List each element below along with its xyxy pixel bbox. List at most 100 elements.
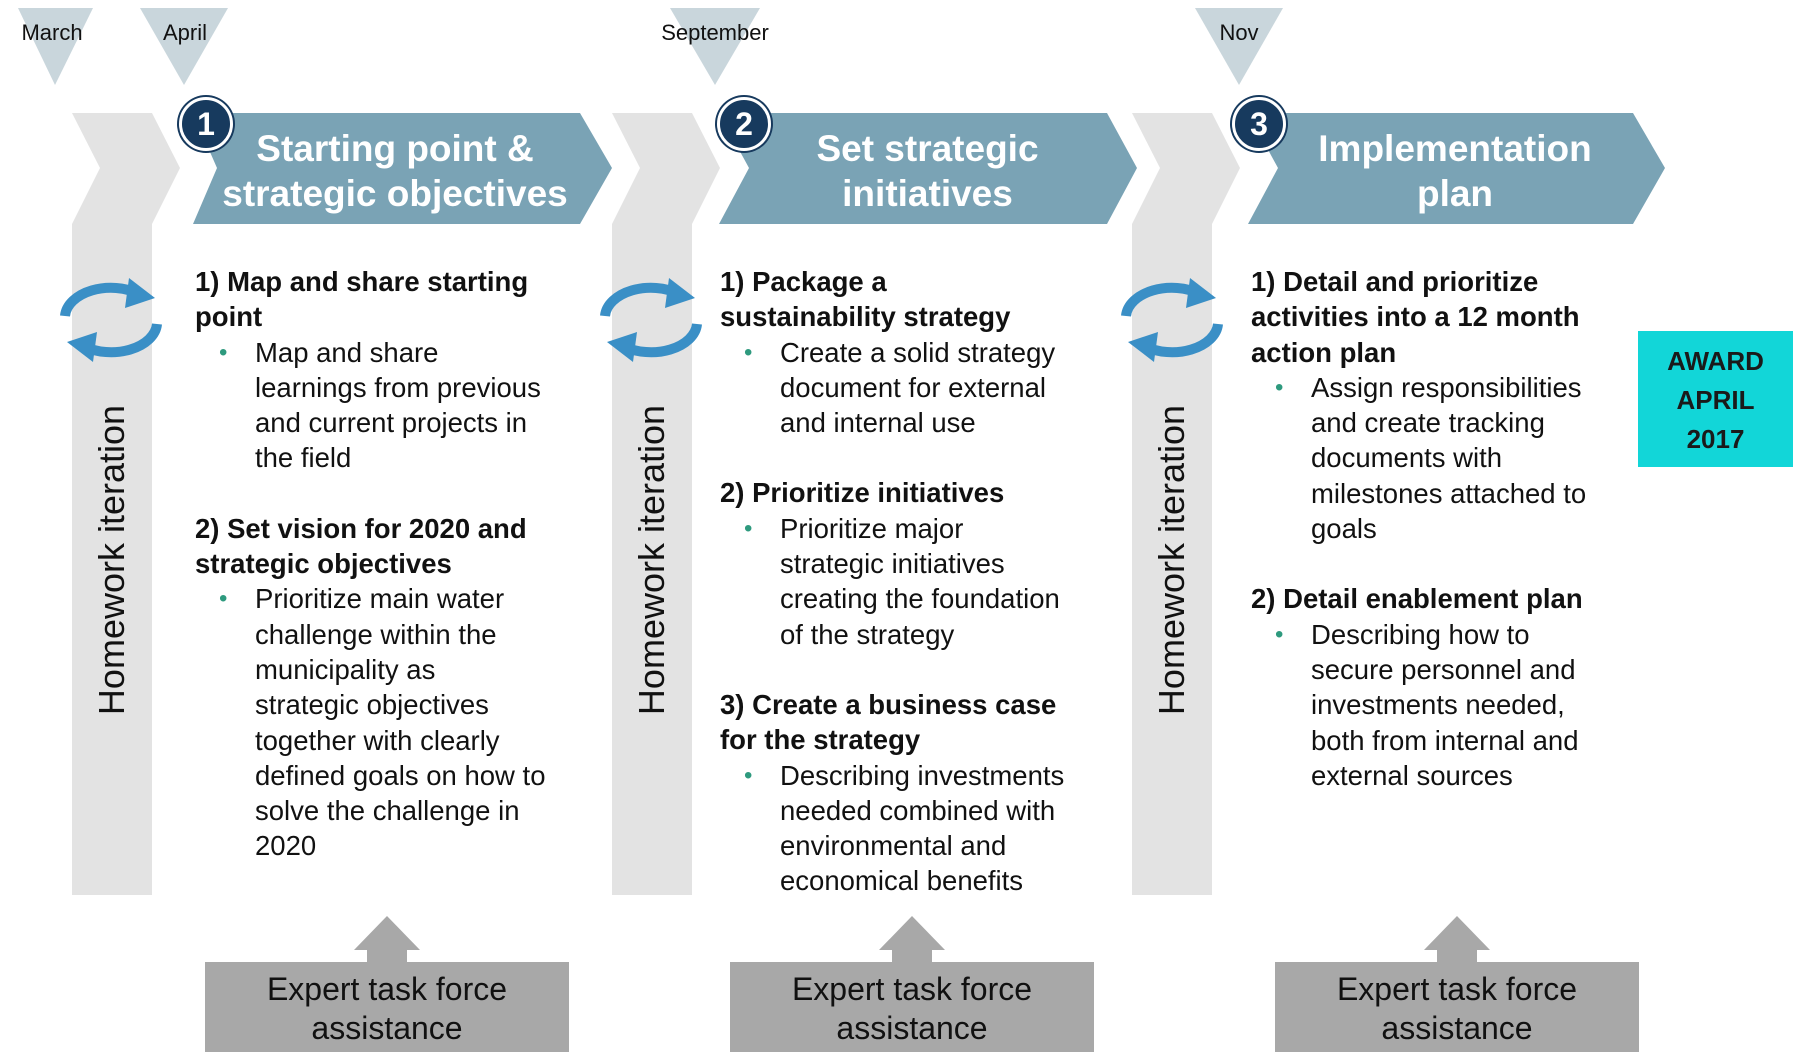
section: 2) Set vision for 2020 and strategic obj…	[195, 511, 595, 864]
section-heading: 1) Detail and prioritize activities into…	[1251, 264, 1631, 370]
month-label-march: March	[21, 20, 83, 45]
up-arrow-icon	[354, 916, 420, 962]
iteration-label-3: Homework iteration	[1151, 404, 1192, 716]
month-marker-march	[18, 8, 93, 85]
award-line2: APRIL	[1676, 385, 1755, 415]
section: 2) Prioritize initiatives Prioritize maj…	[720, 475, 1120, 651]
bullet-line: defined goals on how to	[255, 759, 546, 791]
bullet-line: environmental and	[780, 830, 1007, 862]
month-label-april: April	[162, 20, 207, 45]
heading-line: 2) Detail enablement plan	[1251, 583, 1583, 615]
bullet-line: 2020	[255, 830, 317, 862]
heading-line: point	[195, 301, 263, 333]
bullet-line: needed combined with	[780, 794, 1056, 826]
iteration-label-1: Homework iteration	[91, 404, 132, 716]
bullet-line: Prioritize main water	[255, 583, 505, 615]
phase-title-3-line1: Implementation	[1318, 128, 1592, 169]
bullet-line: strategic objectives	[255, 689, 489, 721]
expert-assistance-box-1: Expert task force assistance	[205, 962, 569, 1052]
bullet-line: Describing how to	[1311, 618, 1530, 650]
month-marker-april	[140, 8, 228, 85]
expert-assistance-box-3: Expert task force assistance	[1275, 962, 1639, 1052]
award-badge: AWARD APRIL 2017	[1638, 331, 1793, 467]
phase-title-2: Set strategic initiatives	[745, 126, 1110, 216]
heading-line: activities into a 12 month	[1251, 301, 1580, 333]
section-heading: 2) Prioritize initiatives	[720, 475, 1120, 510]
heading-line: 1) Detail and prioritize	[1251, 266, 1539, 297]
iteration-band-2	[612, 113, 720, 895]
cycle-arrows-icon	[60, 278, 162, 362]
expert-box-line1: Expert task force	[266, 971, 508, 1007]
phase-banner-1	[193, 113, 612, 224]
phase-content-1: 1) Map and share starting point Map and …	[195, 264, 595, 864]
bullet-line: solve the challenge in	[255, 795, 520, 827]
phase-content-2: 1) Package a sustainability strategy Cre…	[720, 264, 1120, 899]
bullet-list: Create a solid strategy document for ext…	[720, 335, 1120, 441]
bullet-list: Describing investments needed combined w…	[720, 758, 1120, 899]
phase-title-1: Starting point & strategic objectives	[210, 126, 580, 216]
heading-line: 1) Package a	[720, 266, 887, 297]
bullet-line: investments needed,	[1311, 689, 1565, 721]
month-marker-nov	[1195, 8, 1283, 85]
expert-box-line1: Expert task force	[1336, 971, 1578, 1007]
bullet-line: strategic initiatives	[780, 548, 1005, 580]
up-arrow-icon	[1424, 916, 1490, 962]
bullet-line: Describing investments	[780, 759, 1065, 791]
bullet-line: both from internal and	[1311, 724, 1579, 756]
section-heading: 2) Detail enablement plan	[1251, 581, 1631, 616]
month-label-nov: Nov	[1219, 20, 1259, 45]
bullet-line: challenge within the	[255, 618, 497, 650]
bullet-list: Describing how to secure personnel and i…	[1251, 617, 1631, 793]
section: 3) Create a business case for the strate…	[720, 687, 1120, 899]
bullet-line: Prioritize major	[780, 512, 964, 544]
bullet-line: document for external	[780, 371, 1046, 403]
phase-title-3-line2: plan	[1416, 173, 1494, 214]
iteration-band-3	[1132, 113, 1240, 895]
phase-number-badge-2: 2	[717, 97, 771, 151]
bullet-line: Assign responsibilities	[1311, 371, 1582, 403]
section-heading: 3) Create a business case for the strate…	[720, 687, 1120, 758]
bullet-item: Describing how to secure personnel and i…	[1275, 617, 1631, 793]
bullet-line: of the strategy	[780, 618, 955, 650]
cycle-arrows-icon	[1121, 278, 1223, 362]
heading-line: action plan	[1251, 336, 1397, 368]
bullet-item: Prioritize main water challenge within t…	[219, 581, 595, 863]
bullet-line: economical benefits	[780, 865, 1024, 897]
expert-box-line2: assistance	[311, 1010, 463, 1046]
bullet-list: Map and share learnings from previous an…	[195, 335, 595, 476]
bullet-item: Assign responsibilities and create track…	[1275, 370, 1631, 546]
phase-banner-3	[1248, 113, 1665, 224]
expert-box-line2: assistance	[836, 1010, 988, 1046]
section-heading: 1) Map and share starting point	[195, 264, 595, 335]
phase-number-badge-3: 3	[1232, 97, 1286, 151]
bullet-line: and internal use	[780, 407, 976, 439]
heading-line: 2) Set vision for 2020 and	[195, 512, 527, 544]
section-heading: 1) Package a sustainability strategy	[720, 264, 1120, 335]
bullet-item: Create a solid strategy document for ext…	[744, 335, 1120, 441]
heading-line: 1) Map and share starting	[195, 266, 529, 297]
expert-assistance-box-2: Expert task force assistance	[730, 962, 1094, 1052]
section: 1) Detail and prioritize activities into…	[1251, 264, 1631, 546]
phase-title-3: Implementation plan	[1275, 126, 1635, 216]
section: 1) Package a sustainability strategy Cre…	[720, 264, 1120, 440]
bullet-line: external sources	[1311, 759, 1513, 791]
bullet-line: Create a solid strategy	[780, 336, 1056, 368]
heading-line: sustainability strategy	[720, 301, 1011, 333]
section: 1) Map and share starting point Map and …	[195, 264, 595, 476]
bullet-line: learnings from previous	[255, 371, 541, 403]
award-line1: AWARD	[1667, 346, 1764, 376]
heading-line: 2) Prioritize initiatives	[720, 477, 1005, 509]
heading-line: 3) Create a business case	[720, 688, 1057, 720]
up-arrow-icon	[879, 916, 945, 962]
section: 2) Detail enablement plan Describing how…	[1251, 581, 1631, 793]
phase-number-badge-1: 1	[179, 97, 233, 151]
bullet-line: municipality as	[255, 653, 436, 685]
bullet-list: Prioritize main water challenge within t…	[195, 581, 595, 863]
bullet-line: goals	[1311, 513, 1377, 545]
bullet-line: and current projects in	[255, 407, 528, 439]
bullet-line: milestones attached to	[1311, 477, 1587, 509]
phase-title-2-line2: initiatives	[842, 173, 1013, 214]
bullet-list: Prioritize major strategic initiatives c…	[720, 511, 1120, 652]
expert-box-line2: assistance	[1381, 1010, 1533, 1046]
